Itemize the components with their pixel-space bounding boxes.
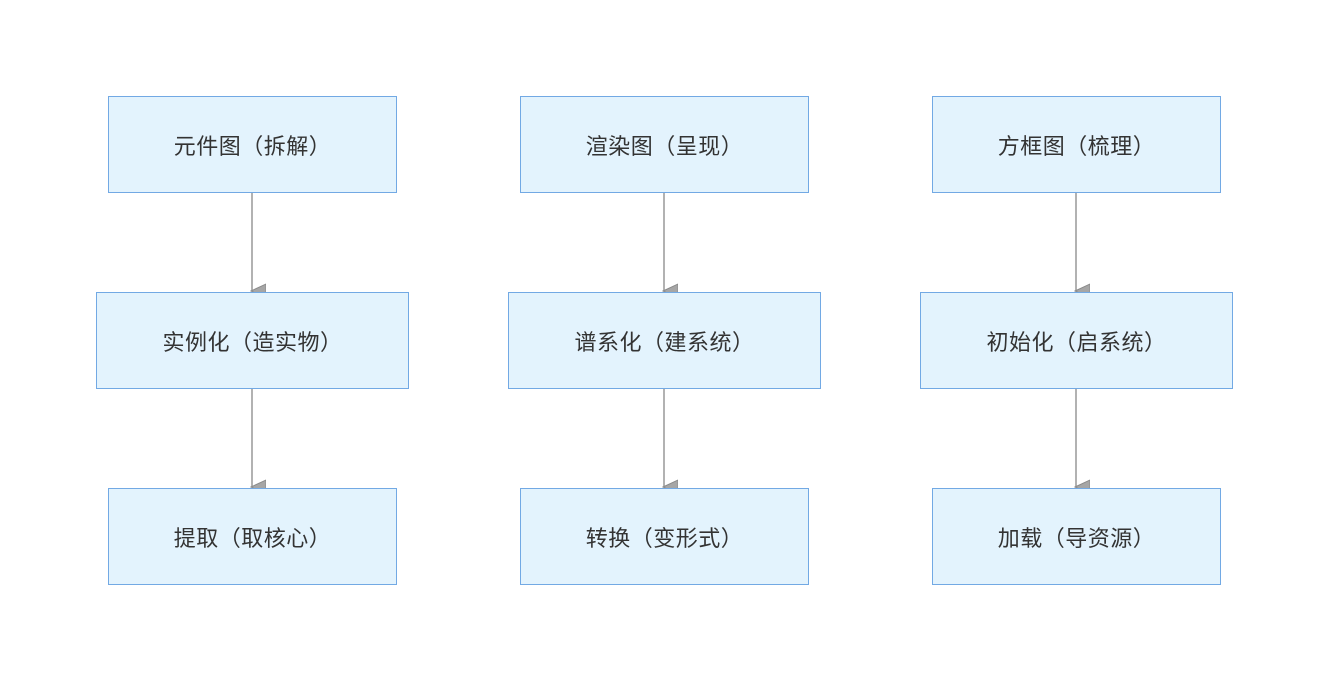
node-label: 谱系化（建系统） [574, 330, 755, 356]
node-label: 方框图（梳理） [997, 134, 1156, 160]
node-render-diagram: 渲染图（呈现） [520, 96, 809, 193]
node-component-diagram: 元件图（拆解） [108, 96, 397, 193]
node-block-diagram: 方框图（梳理） [932, 96, 1221, 193]
node-label: 提取（取核心） [173, 526, 332, 552]
node-instantiation: 实例化（造实物） [96, 292, 409, 389]
node-conversion: 转换（变形式） [520, 488, 809, 585]
node-initialization: 初始化（启系统） [920, 292, 1233, 389]
node-label: 渲染图（呈现） [585, 134, 744, 160]
node-label: 实例化（造实物） [162, 330, 343, 356]
node-extraction: 提取（取核心） [108, 488, 397, 585]
node-label: 元件图（拆解） [173, 134, 332, 160]
node-label: 加载（导资源） [997, 526, 1156, 552]
node-pedigree: 谱系化（建系统） [508, 292, 821, 389]
node-label: 初始化（启系统） [986, 330, 1167, 356]
node-loading: 加载（导资源） [932, 488, 1221, 585]
node-label: 转换（变形式） [585, 526, 744, 552]
